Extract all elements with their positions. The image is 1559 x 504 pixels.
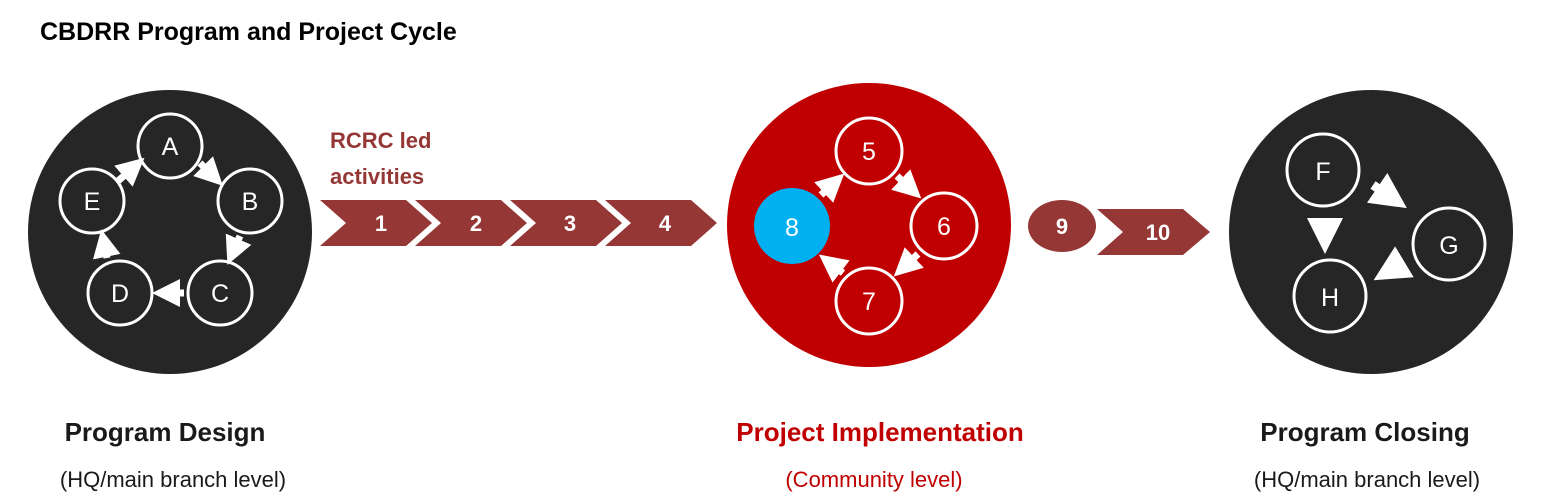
rcrc-step-4: 4: [605, 200, 717, 246]
program-design-circle: [28, 90, 312, 374]
program-design-cycle: A B C D E: [28, 90, 312, 374]
svg-text:D: D: [111, 280, 129, 308]
design-node-c: C: [186, 259, 254, 327]
svg-text:2: 2: [470, 211, 482, 236]
impl-node-7: 7: [834, 266, 904, 336]
svg-text:A: A: [162, 133, 179, 161]
closing-node-f: F: [1285, 132, 1361, 208]
design-node-a: A: [136, 112, 204, 180]
design-arrow-d-e: [93, 229, 121, 260]
transition-step-10: 10: [1097, 209, 1210, 255]
closing-phase-subtitle: (HQ/main branch level): [1254, 467, 1480, 492]
svg-text:4: 4: [659, 211, 672, 236]
program-closing-cycle: F G H: [1229, 90, 1513, 374]
svg-text:8: 8: [785, 214, 799, 242]
rcrc-step-2: 2: [415, 200, 527, 246]
project-implementation-circle: [727, 83, 1011, 367]
impl-node-8: 8: [754, 188, 830, 264]
svg-text:F: F: [1315, 158, 1330, 186]
project-implementation-cycle: 5 6 7 8: [727, 83, 1011, 367]
impl-node-6: 6: [909, 191, 979, 261]
closing-arrow-f-g: [1366, 172, 1407, 209]
closing-arrow-g-h: [1373, 246, 1414, 281]
rcrc-label-line1: RCRC led: [330, 128, 431, 153]
svg-text:6: 6: [937, 213, 951, 241]
svg-text:5: 5: [862, 138, 876, 166]
impl-node-5: 5: [834, 116, 904, 186]
svg-text:1: 1: [375, 211, 387, 236]
design-arrow-e-a: [114, 157, 145, 187]
svg-text:10: 10: [1146, 220, 1170, 245]
closing-phase-title: Program Closing: [1260, 417, 1469, 447]
impl-arrow-6-7: [893, 247, 924, 277]
rcrc-step-1: 1: [320, 200, 432, 246]
design-node-b: B: [216, 167, 284, 235]
design-phase-subtitle: (HQ/main branch level): [60, 467, 286, 492]
design-arrow-a-b: [193, 156, 223, 186]
svg-text:G: G: [1439, 232, 1458, 260]
design-arrow-b-c: [225, 233, 252, 265]
svg-text:H: H: [1321, 284, 1339, 312]
design-node-e: E: [58, 167, 126, 235]
closing-node-h: H: [1292, 258, 1368, 334]
svg-text:3: 3: [564, 211, 576, 236]
program-closing-circle: [1229, 90, 1513, 374]
rcrc-step-3: 3: [510, 200, 622, 246]
design-phase-title: Program Design: [65, 417, 266, 447]
rcrc-label-line2: activities: [330, 164, 424, 189]
impl-arrow-7-8: [818, 254, 850, 283]
impl-arrow-5-6: [891, 169, 922, 199]
closing-node-g: G: [1411, 206, 1487, 282]
svg-text:9: 9: [1056, 214, 1068, 239]
implementation-phase-subtitle: (Community level): [785, 467, 962, 492]
svg-text:E: E: [84, 188, 101, 216]
impl-arrow-8-5: [814, 173, 845, 203]
svg-text:C: C: [211, 280, 229, 308]
implementation-phase-title: Project Implementation: [736, 417, 1024, 447]
diagram-title: CBDRR Program and Project Cycle: [40, 18, 457, 46]
svg-text:7: 7: [862, 288, 876, 316]
svg-text:B: B: [242, 188, 259, 216]
transition-step-9: 9: [1028, 200, 1096, 252]
